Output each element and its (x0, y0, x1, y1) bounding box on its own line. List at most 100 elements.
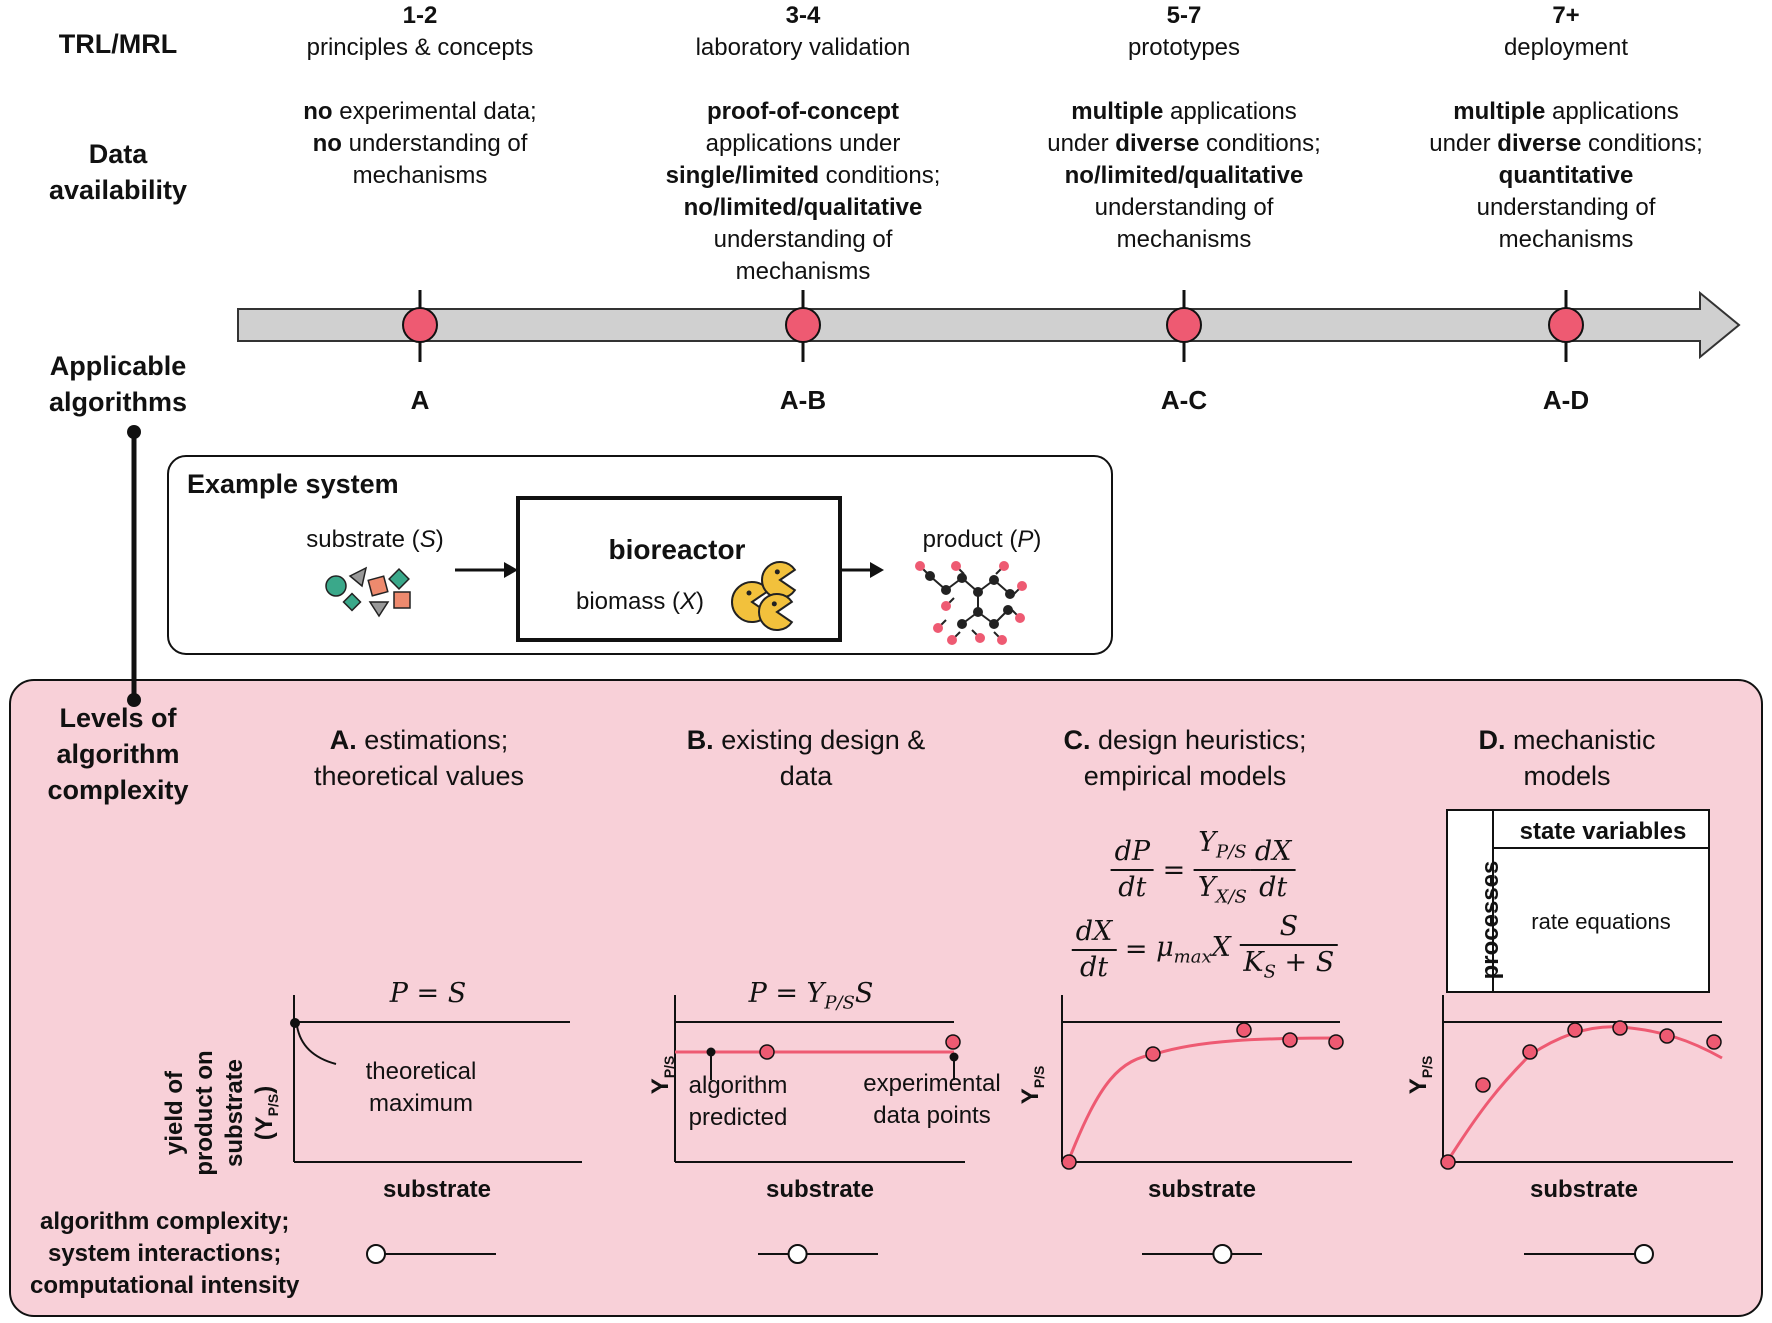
level-b-equation: P = YP/SS (749, 978, 874, 1013)
level-b-ylabel: YP/S (647, 1035, 677, 1115)
level-c-xlabel: substrate (1147, 1176, 1257, 1203)
molecule-atom (989, 619, 999, 629)
ylabel-symbol-line: (YP/S) (250, 1003, 288, 1223)
equation-text: P = Y (748, 978, 825, 1009)
connector-dot-bottom (127, 693, 141, 707)
stage-data-segment: conditions; (1581, 130, 1703, 157)
stage-data-segment: mechanisms (352, 162, 488, 189)
state-variables-header: state variables (1519, 818, 1687, 845)
complexity-label: algorithm complexity; system interaction… (30, 1206, 299, 1302)
stage-data-segment: understanding of (713, 226, 893, 253)
stage-data-line: under diverse conditions; (1429, 128, 1703, 160)
plot-d-data-point (1567, 1022, 1583, 1038)
molecule-atom (989, 575, 999, 585)
molecule-atom-pink (947, 635, 957, 645)
molecule-atom (973, 587, 983, 597)
stage-data-segment: no/limited/qualitative (683, 194, 923, 221)
level-title-text: existing design & (713, 725, 926, 755)
level-title-line: theoretical values (313, 761, 525, 791)
row-label-data-line: Data (88, 139, 148, 169)
plot-b-data-point (759, 1044, 775, 1060)
ylabel-text: Y (1017, 1088, 1045, 1105)
substrate-square-icon (393, 591, 411, 609)
substrate-triangle-icon (348, 566, 368, 588)
subscript: X/S (1215, 886, 1247, 908)
ylabel-text: substrate (221, 1058, 248, 1168)
stage-data-segment: diverse (1497, 130, 1582, 157)
state-table (1446, 809, 1710, 993)
level-a-ylabel: yield of product on substrate (YP/S) (160, 1003, 281, 1223)
stage-data-line: no/limited/qualitative (684, 192, 923, 224)
stage-data-line: proof-of-concept (707, 96, 899, 128)
biomass-pacman-icon-eye (746, 590, 752, 596)
plot-c-data-point (1236, 1022, 1252, 1038)
level-b-title: B. existing design &data (687, 722, 926, 794)
equals-sign: = (1162, 854, 1186, 886)
molecule-atom-pink (915, 561, 925, 571)
complexity-label-line: system interactions; (47, 1240, 282, 1267)
stage-phase: principles & concepts (306, 34, 534, 61)
equals-sign: = (1124, 934, 1148, 966)
complexity-label-line: algorithm complexity; (39, 1208, 290, 1235)
molecule-atom-pink (999, 561, 1009, 571)
denominator: dt (1118, 872, 1147, 904)
stage-data-line: mechanisms (1117, 224, 1252, 256)
molecule-atom (957, 573, 967, 583)
stage-data-segment: no/limited/qualitative (1064, 162, 1304, 189)
stage-data-segment: applications (1545, 98, 1679, 125)
annotation-line: maximum (368, 1090, 474, 1117)
timeline-milestone-dot (785, 307, 821, 343)
stage-data-segment: no (303, 98, 333, 125)
stage-data-segment: understanding of (341, 130, 528, 157)
stage-data-segment: diverse (1115, 130, 1200, 157)
stage-data-line: multiple applications (1453, 96, 1678, 128)
row-label-levels-line: Levels of (59, 703, 177, 733)
stage-data-line: under diverse conditions; (1047, 128, 1321, 160)
stage-data-segment: proof-of-concept (707, 98, 899, 125)
numerator: dX (1071, 915, 1117, 951)
level-d-ylabel: YP/S (1405, 1035, 1435, 1115)
plot-d-data-point (1522, 1044, 1538, 1060)
stage-algorithms: A-B (779, 385, 827, 415)
level-letter: D. (1478, 725, 1506, 755)
ylabel-text: Y (647, 1078, 675, 1095)
symbol: Y (1197, 872, 1216, 904)
ylabel-subscript: P/S (660, 1055, 677, 1079)
row-label-algorithms-line: algorithms (48, 387, 188, 417)
stage-data-line: mechanisms (353, 160, 488, 192)
plot-d-data-point (1612, 1020, 1628, 1036)
stage-data-line: single/limited conditions; (666, 160, 941, 192)
level-title-line: data (779, 761, 833, 791)
stage-data-segment: conditions; (1199, 130, 1321, 157)
equation-text: S (854, 978, 874, 1009)
stage-data-line: understanding of (714, 224, 893, 256)
numerator: dX (1250, 835, 1296, 872)
stage-phase: deployment (1503, 34, 1629, 61)
numerator: dP (1110, 835, 1155, 872)
product-text: product ( (922, 526, 1018, 553)
molecule-atom-pink (1015, 613, 1025, 623)
biomass-label: biomass (X) (576, 586, 704, 618)
level-title-line: empirical models (1083, 761, 1287, 791)
subscript: max (1173, 946, 1212, 968)
level-letter: C. (1063, 725, 1091, 755)
plot-a-maximum-dot (290, 1018, 300, 1028)
stage-data-segment: conditions; (818, 162, 941, 189)
complexity-slider-knob (1634, 1244, 1654, 1264)
bioreactor-label: bioreactor (608, 534, 746, 565)
stage-data-line: no/limited/qualitative (1065, 160, 1304, 192)
complexity-slider-knob (787, 1244, 808, 1264)
row-label-algorithms: Applicable algorithms (49, 348, 187, 420)
timeline-milestone-dot (1166, 307, 1202, 343)
timeline-milestone-dot (1548, 307, 1584, 343)
molecule-atom (1003, 605, 1013, 615)
molecule-atom (957, 619, 967, 629)
stage-data-segment: applications (1163, 98, 1297, 125)
subscript: P/S (1216, 841, 1247, 863)
stage-data-line: applications under (706, 128, 901, 160)
